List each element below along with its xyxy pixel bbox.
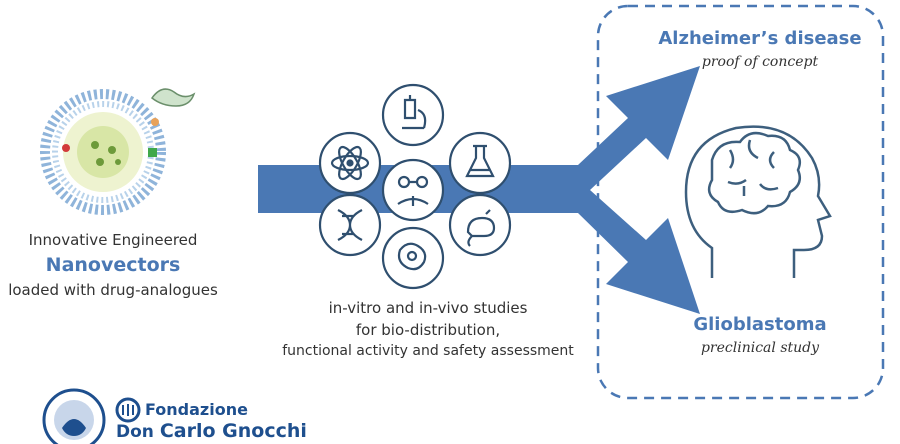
atom-icon [318,131,382,195]
brain-head-icon [684,125,832,278]
cell-icon [381,226,445,290]
nanovector-illustration [40,88,196,215]
logo-line1: Fondazione [145,400,248,419]
study-icons-cluster [318,83,512,290]
alzheimers-title: Alzheimer’s disease [658,28,862,49]
microscope-icon [381,83,445,147]
upper-arrow-branch [540,66,700,190]
lower-arrow-branch [540,190,700,314]
alzheimers-subtitle: proof of concept [701,54,819,70]
dna-icon [318,193,382,257]
reading-icon [381,158,445,222]
nanovector-line3: loaded with drug-analogues [8,281,218,299]
nanovector-line1: Innovative Engineered [28,231,198,249]
mouse-icon [448,193,512,257]
glioblastoma-subtitle: preclinical study [700,340,820,356]
logo-line2a: Don [116,422,154,442]
fondazione-seal-icon [42,388,106,444]
nanovector-highlight: Nanovectors [45,254,181,276]
fondazione-mark-icon [115,397,141,423]
studies-line3: functional activity and safety assessmen… [282,343,574,359]
flask-icon [448,131,512,195]
logo-line2b: Carlo Gnocchi [159,420,307,442]
studies-line2: for bio-distribution, [355,321,501,339]
studies-line1: in-vitro and in-vivo studies [328,299,528,317]
glioblastoma-title: Glioblastoma [693,314,827,335]
